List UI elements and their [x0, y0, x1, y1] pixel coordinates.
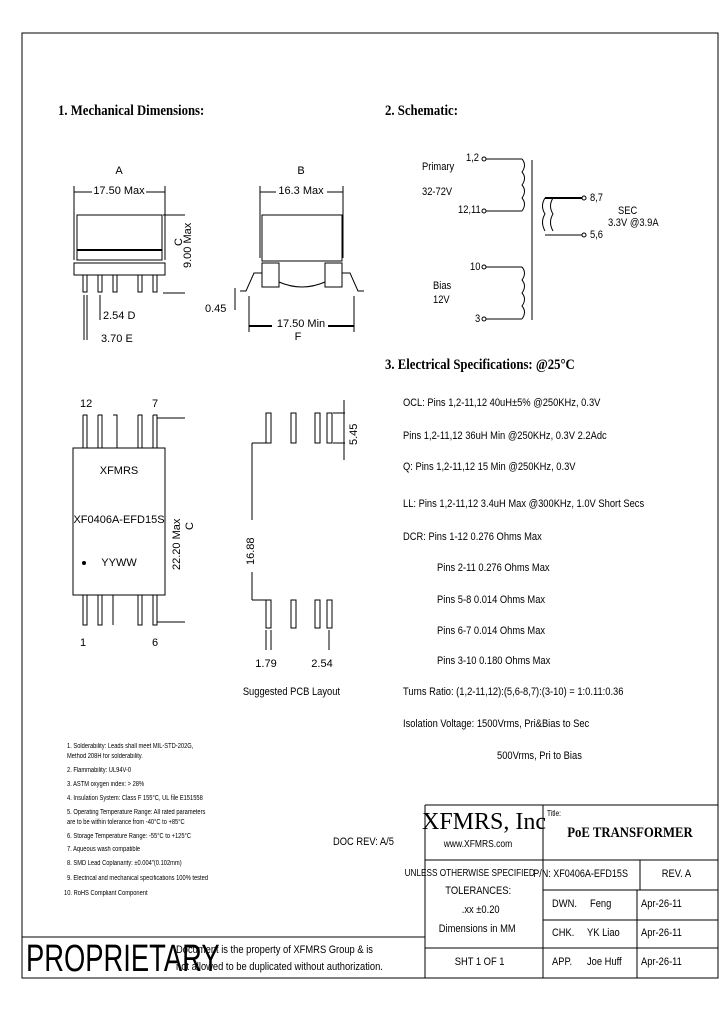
note: 10. RoHS Compliant Component — [64, 890, 148, 897]
proprietary-line-1: Document is the property of XFMRS Group … — [176, 944, 373, 956]
pin-label-1-2: 1,2 — [466, 152, 480, 164]
pcb-pad-width: 1.79 — [255, 658, 277, 670]
revision: REV. A — [661, 868, 692, 880]
note: 7. Aqueous wash compatible — [67, 846, 141, 853]
drawing-frame — [21, 32, 719, 979]
pin-label-12: 12 — [80, 398, 93, 410]
end-view-drawing — [234, 186, 364, 332]
approval-name: Feng — [590, 898, 612, 910]
spec-dcr: DCR: Pins 1-12 0.276 Ohms Max — [403, 531, 542, 543]
pin-label-7: 7 — [152, 398, 159, 410]
sec-pin-8-7: 8,7 — [590, 192, 604, 204]
approval-date: Apr-26-11 — [641, 956, 682, 968]
spec-dcr: Pins 3-10 0.180 Ohms Max — [437, 655, 551, 667]
document-title: PoE TRANSFORMER — [567, 825, 693, 841]
approval-date: Apr-26-11 — [641, 898, 682, 910]
pcb-span: 16.88 — [245, 537, 257, 565]
marking-brand: XFMRS — [99, 465, 139, 477]
spec-dcr: Pins 2-11 0.276 Ohms Max — [437, 562, 550, 574]
top-view-drawing — [72, 414, 185, 626]
approval-name: YK Liao — [587, 927, 620, 939]
note: 2. Flammability: UL94V-0 — [67, 767, 132, 774]
approval-role: DWN. — [552, 898, 577, 910]
primary-voltage: 32-72V — [422, 186, 453, 198]
pcb-caption: Suggested PCB Layout — [242, 686, 341, 698]
pin-label-3: 3 — [475, 313, 481, 325]
pcb-pitch: 2.54 — [311, 658, 333, 670]
part-number: P/N: XF0406A-EFD15S — [533, 868, 628, 880]
note: are to be within tolerance from -40°C to… — [67, 819, 185, 826]
approval-role: APP. — [552, 956, 573, 968]
bias-label: Bias — [433, 280, 452, 292]
spec-turns-ratio: Turns Ratio: (1,2-11,12):(5,6-8,7):(3-10… — [403, 686, 624, 698]
dim-letter-f: F — [294, 331, 302, 343]
proprietary-word: PROPRIETARY — [26, 938, 220, 980]
tolerance-value: .xx ±0.20 — [461, 904, 500, 916]
spec-isolation: Isolation Voltage: 1500Vrms, Pri&Bias to… — [403, 718, 590, 730]
note: 4. Insulation System: Class F 155°C, UL … — [67, 795, 203, 802]
title-block-lines — [22, 804, 718, 978]
doc-rev: DOC REV: A/5 — [333, 836, 394, 848]
schematic-drawing — [481, 156, 587, 322]
spec-ll: LL: Pins 1,2-11,12 3.4uH Max @300KHz, 1.… — [403, 498, 645, 510]
note: 6. Storage Temperature Range: -55°C to +… — [67, 833, 191, 840]
dim-pin-e: 3.70 E — [101, 333, 133, 345]
title-label: Title: — [547, 809, 561, 818]
note: 5. Operating Temperature Range: All rate… — [67, 809, 206, 816]
dim-lead: 0.45 — [205, 303, 227, 315]
company-website: www.XFMRS.com — [443, 839, 513, 850]
dim-pitch-d: 2.54 D — [103, 310, 136, 322]
dim-width-a: 17.50 Max — [93, 185, 145, 197]
pin-label-12-11: 12,11 — [458, 204, 481, 216]
note: Method 208H for solderability. — [67, 753, 143, 760]
pcb-layout-drawing — [251, 400, 345, 650]
note: 3. ASTM oxygen index: > 28% — [67, 781, 145, 788]
spec-ocl: OCL: Pins 1,2-11,12 40uH±5% @250KHz, 0.3… — [403, 397, 601, 409]
primary-label: Primary — [422, 161, 455, 173]
note: 9. Electrical and mechanical specificati… — [67, 875, 209, 882]
pcb-pad-length: 5.45 — [348, 423, 360, 445]
dim-letter-a: A — [115, 165, 123, 177]
sec-rating: 3.3V @3.9A — [608, 217, 659, 229]
tolerances-label: TOLERANCES: — [445, 885, 512, 897]
spec-dcr: Pins 6-7 0.014 Ohms Max — [437, 625, 546, 637]
marking-part: XF0406A-EFD15S — [73, 514, 165, 526]
sec-pin-5-6: 5,6 — [590, 229, 604, 241]
dimension-units: Dimensions in MM — [438, 923, 516, 935]
proprietary-line-2: not allowed to be duplicated without aut… — [176, 961, 383, 973]
pin-label-1: 1 — [80, 637, 87, 649]
sec-label: SEC — [618, 205, 638, 217]
schematic-heading: 2. Schematic: — [385, 103, 458, 119]
bias-voltage: 12V — [433, 294, 450, 306]
spec-q: Q: Pins 1,2-11,12 15 Min @250KHz, 0.3V — [403, 461, 576, 473]
spec-isolation-2: 500Vrms, Pri to Bias — [497, 750, 582, 762]
note: 8. SMD Lead Coplanarity: ±0.004"(0.102mm… — [67, 860, 182, 867]
dim-width-b: 16.3 Max — [278, 185, 324, 197]
pin-label-6: 6 — [152, 637, 159, 649]
mechanical-heading: 1. Mechanical Dimensions: — [58, 103, 205, 119]
sheet-number: SHT 1 OF 1 — [454, 956, 505, 968]
note: 1. Solderability: Leads shall meet MIL-S… — [67, 743, 194, 750]
approval-name: Joe Huff — [587, 956, 622, 968]
side-view-drawing — [73, 186, 185, 340]
dim-span-f: 17.50 Min — [276, 318, 326, 330]
approval-role: CHK. — [552, 927, 575, 939]
unless-specified: UNLESS OTHERWISE SPECIFIED — [404, 868, 535, 879]
marking-date-code: YYWW — [101, 557, 137, 569]
dim-letter-c: C — [173, 238, 185, 246]
company-name: XFMRS, Inc — [421, 809, 547, 835]
spec-dcr: Pins 5-8 0.014 Ohms Max — [437, 594, 546, 606]
spec-ocl-dc: Pins 1,2-11,12 36uH Min @250KHz, 0.3V 2.… — [403, 430, 607, 442]
dim-length: 22.20 Max — [171, 518, 183, 570]
pin-label-10: 10 — [470, 261, 481, 273]
dim-length-letter: C — [184, 522, 196, 530]
dim-letter-b: B — [297, 165, 305, 177]
electrical-heading: 3. Electrical Specifications: @25°C — [385, 357, 575, 373]
approval-date: Apr-26-11 — [641, 927, 682, 939]
